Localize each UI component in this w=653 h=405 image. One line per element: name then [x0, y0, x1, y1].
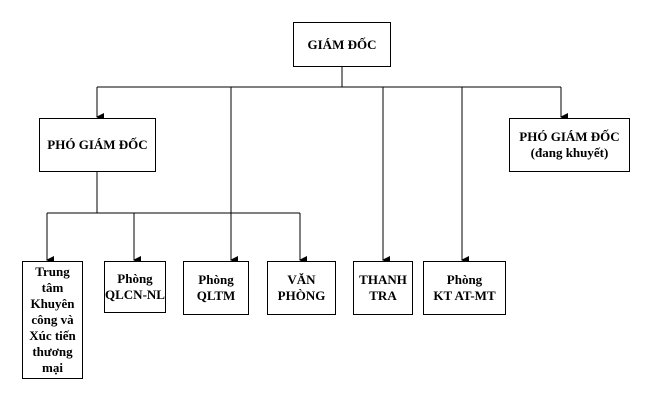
node-director: GIÁM ĐỐC	[293, 22, 391, 67]
node-van-phong: VĂN PHÒNG	[267, 261, 336, 315]
node-deputy-director: PHÓ GIÁM ĐỐC	[39, 118, 156, 172]
node-thanh-tra: THANH TRA	[353, 261, 413, 315]
node-qlcn-nl: Phòng QLCN-NL	[104, 261, 166, 313]
node-kt-at-mt: Phòng KT AT-MT	[423, 261, 506, 315]
node-qltm: Phòng QLTM	[183, 261, 249, 315]
node-deputy-director-vacant: PHÓ GIÁM ĐỐC (đang khuyết)	[509, 118, 630, 172]
node-trade-promotion-center: Trung tâm Khuyên công và Xúc tiến thương…	[22, 261, 83, 379]
